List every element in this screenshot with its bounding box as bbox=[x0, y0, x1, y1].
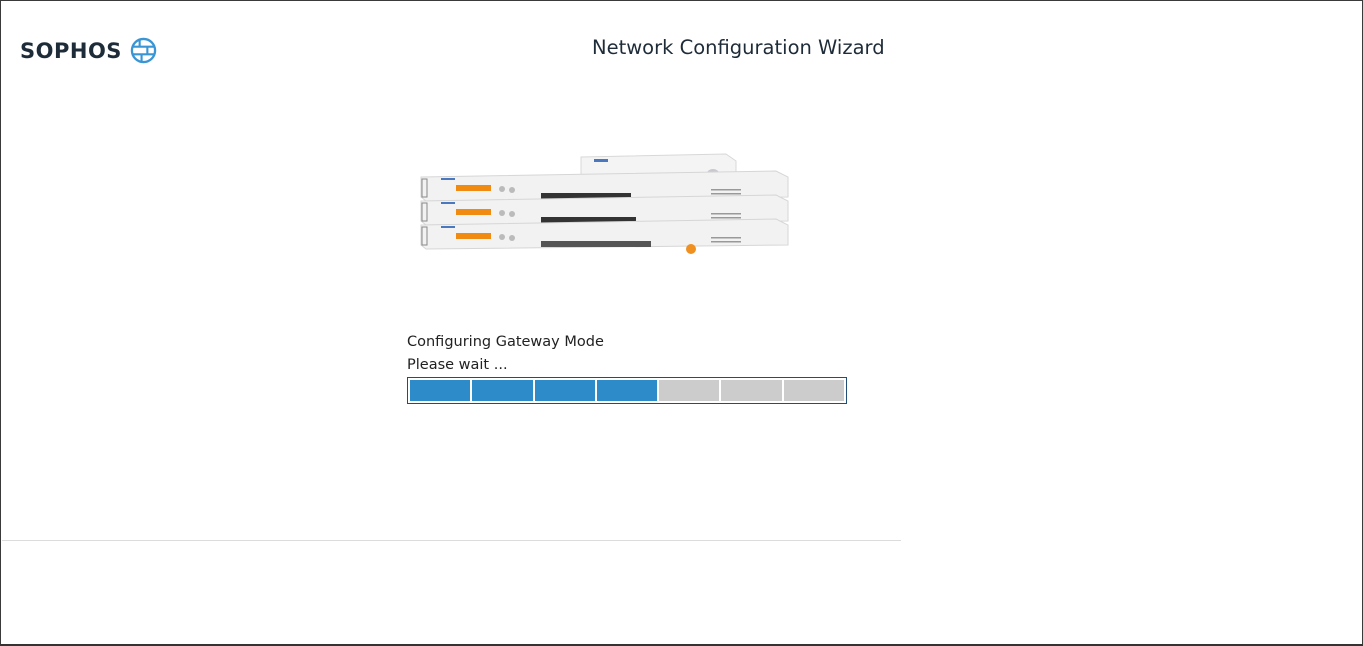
sophos-logo: SOPHOS bbox=[20, 37, 157, 64]
footer-divider bbox=[2, 540, 901, 541]
progress-segment-filled bbox=[472, 380, 533, 401]
progress-segment-filled bbox=[534, 380, 595, 401]
logo-text: SOPHOS bbox=[20, 38, 122, 63]
appliance-image bbox=[420, 153, 789, 254]
progress-segment-filled bbox=[596, 380, 658, 401]
progress-segment-filled bbox=[410, 380, 471, 401]
progress-segment-empty bbox=[721, 380, 782, 401]
progress-bar bbox=[407, 377, 847, 404]
globe-shield-icon bbox=[130, 37, 157, 64]
page-title: Network Configuration Wizard bbox=[592, 36, 885, 59]
status-message: Configuring Gateway Mode bbox=[407, 334, 604, 350]
wait-message: Please wait ... bbox=[407, 357, 508, 373]
progress-segment-empty bbox=[783, 380, 844, 401]
progress-segment-empty bbox=[659, 380, 720, 401]
